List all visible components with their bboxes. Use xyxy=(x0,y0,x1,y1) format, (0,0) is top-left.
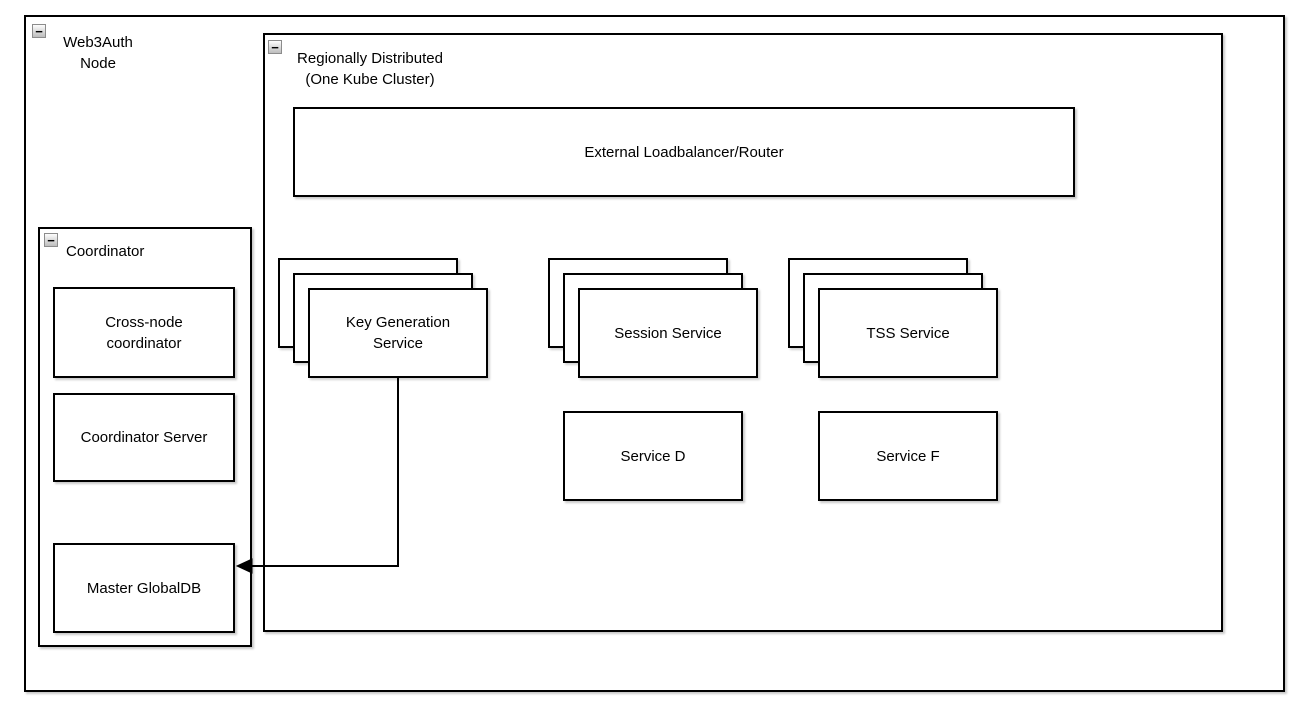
master-globaldb-node[interactable]: Master GlobalDB xyxy=(53,543,235,633)
coordinator-label: Coordinator xyxy=(66,243,145,260)
session-service-label: Session Service xyxy=(614,324,722,342)
web3auth-node-label: Web3Auth Node xyxy=(63,34,133,72)
minus-icon: − xyxy=(35,23,43,39)
regional-cluster-label: Regionally Distributed (One Kube Cluster… xyxy=(297,50,443,88)
collapse-icon[interactable]: − xyxy=(268,40,282,54)
service-d-node[interactable]: Service D xyxy=(563,411,743,501)
key-generation-service-node[interactable]: Key Generation Service xyxy=(308,288,488,378)
service-d-label: Service D xyxy=(620,447,686,465)
tss-service-label: TSS Service xyxy=(866,324,950,342)
coordinator-server-node[interactable]: Coordinator Server xyxy=(53,393,235,482)
external-loadbalancer-node[interactable]: External Loadbalancer/Router xyxy=(293,107,1075,197)
master-globaldb-label: Master GlobalDB xyxy=(86,579,202,597)
minus-icon: − xyxy=(271,39,279,55)
key-generation-service-label: Key Generation Service xyxy=(345,314,451,352)
tss-service-node[interactable]: TSS Service xyxy=(818,288,998,378)
coordinator-server-label: Coordinator Server xyxy=(80,429,208,446)
cross-node-coordinator-node[interactable]: Cross-node coordinator xyxy=(53,287,235,378)
service-f-label: Service F xyxy=(876,447,940,465)
cross-node-coordinator-label: Cross-node coordinator xyxy=(105,313,183,352)
minus-icon: − xyxy=(47,232,55,248)
collapse-icon[interactable]: − xyxy=(32,24,46,38)
service-f-node[interactable]: Service F xyxy=(818,411,998,501)
session-service-node[interactable]: Session Service xyxy=(578,288,758,378)
collapse-icon[interactable]: − xyxy=(44,233,58,247)
external-loadbalancer-label: External Loadbalancer/Router xyxy=(584,143,784,161)
